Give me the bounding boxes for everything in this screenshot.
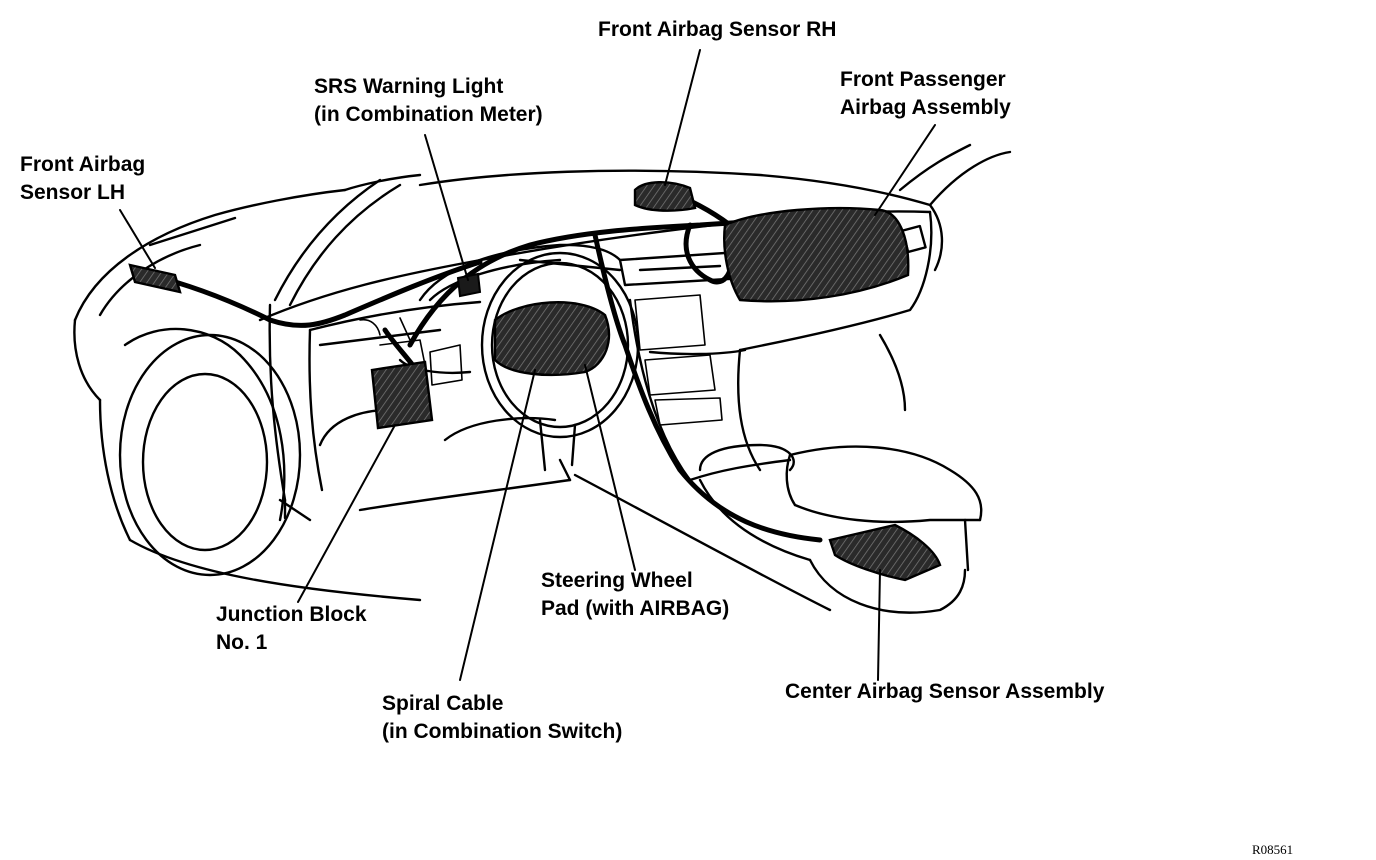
label-center-airbag-sensor: Center Airbag Sensor Assembly	[785, 680, 1105, 703]
dashboard-outline	[258, 210, 983, 614]
label-front-airbag-sensor-lh: Front Airbag Sensor LH	[20, 153, 146, 204]
car-body-outline	[73, 143, 1012, 602]
label-front-airbag-sensor-rh: Front Airbag Sensor RH	[598, 18, 837, 41]
front-passenger-airbag-part	[723, 206, 910, 303]
label-front-passenger-airbag: Front Passenger Airbag Assembly	[840, 68, 1011, 119]
label-junction-block: Junction Block No. 1	[216, 603, 367, 654]
label-spiral-cable: Spiral Cable (in Combination Switch)	[382, 692, 623, 743]
front-airbag-sensor-rh-part	[633, 181, 697, 212]
front-airbag-sensor-lh-part	[128, 263, 182, 294]
label-steering-wheel-pad: Steering Wheel Pad (with AIRBAG)	[541, 569, 730, 620]
center-airbag-sensor-part	[828, 523, 942, 582]
figure-code: R08561	[1252, 842, 1294, 857]
label-srs-warning-light: SRS Warning Light (in Combination Meter)	[314, 75, 543, 126]
steering-wheel-pad-part	[493, 301, 611, 377]
srs-warning-light-part	[456, 272, 482, 298]
instrument-cluster	[418, 243, 622, 302]
leader-lines	[119, 49, 936, 681]
airbag-components	[128, 181, 942, 582]
junction-block-part	[370, 360, 434, 430]
